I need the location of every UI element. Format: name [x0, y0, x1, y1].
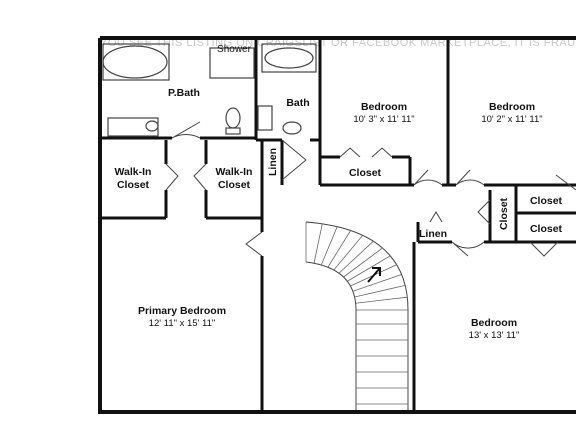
- label-closet-r3: Closet: [530, 223, 563, 235]
- label-closet-mid: Closet: [349, 167, 382, 179]
- interior-walls: [100, 38, 576, 412]
- label-walkin-2-line1: Walk-In: [216, 166, 253, 178]
- shower-icon: [209, 47, 255, 79]
- label-bedroom-se-dims: 13' x 13' 11": [469, 330, 520, 341]
- stair-tread: [354, 284, 406, 298]
- label-p-bath: P.Bath: [168, 87, 200, 99]
- label-primary-bedroom-dims: 12' 11" x 15' 11": [149, 318, 216, 329]
- label-closet-r1: Closet: [530, 195, 563, 207]
- label-walkin-1-line1: Walk-In: [115, 166, 152, 178]
- label-bedroom-nw-dims: 10' 3" x 11' 11": [353, 114, 414, 125]
- label-bedroom-ne-dims: 10' 2" x 11' 11": [481, 114, 542, 125]
- stair-tread: [320, 226, 338, 266]
- label-walkin-2-line2: Closet: [218, 179, 251, 191]
- stair-tread: [327, 230, 351, 268]
- label-closet-r2: Closet: [498, 197, 510, 230]
- bathroom-fixtures: [102, 43, 317, 137]
- label-primary-bedroom: Primary Bedroom: [138, 305, 226, 317]
- bath-tub-icon: [261, 43, 317, 73]
- label-bath: Bath: [286, 97, 309, 109]
- stair-direction-arrow-icon: [367, 267, 381, 283]
- stair-tread: [355, 296, 408, 304]
- label-linen-1: Linen: [267, 148, 279, 176]
- label-walkin-1-line2: Closet: [117, 179, 150, 191]
- label-linen-2: Linen: [419, 228, 447, 240]
- sink-icon: [257, 105, 273, 131]
- label-bedroom-ne: Bedroom: [489, 101, 535, 113]
- stair-tread: [333, 235, 363, 271]
- label-shower: Shower: [217, 44, 252, 55]
- doors: [165, 121, 576, 257]
- stair-tread: [313, 223, 323, 264]
- toilet-icon: [225, 107, 241, 129]
- stair-tread: [343, 247, 383, 278]
- outer-walls: [98, 36, 576, 414]
- toilet-2-icon: [282, 121, 302, 135]
- staircase: [305, 221, 409, 410]
- stair-steps: [305, 222, 408, 405]
- label-bedroom-nw: Bedroom: [361, 101, 407, 113]
- stair-tread: [352, 274, 402, 292]
- stair-tread: [347, 255, 391, 282]
- stair-tread: [338, 240, 374, 274]
- bathtub-icon: [102, 45, 168, 79]
- label-bedroom-se: Bedroom: [471, 317, 517, 329]
